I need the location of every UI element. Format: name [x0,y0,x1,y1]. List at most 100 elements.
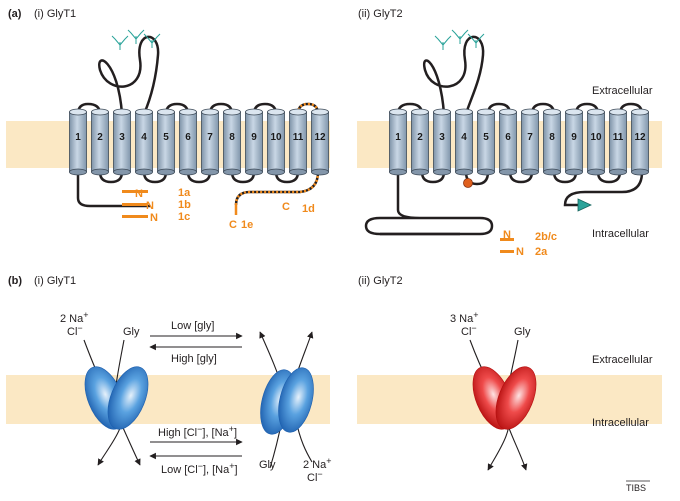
glyt2-helix-2: 2 [411,108,429,176]
glyt1-helix-number: 6 [185,132,191,143]
glyt1-helix-11: 11 [289,108,307,176]
glyt2-n-mark-2: N [516,246,524,258]
glyt1-helix-8: 8 [223,108,241,176]
glyt1-helix-number: 1 [75,132,81,143]
glyt2-na-label: 3 Na+ [450,310,479,325]
glyt2-helix-number: 10 [590,132,602,143]
glyt2-transporter [469,339,537,471]
glyt2-c-terminal-triangle-icon [577,198,592,212]
glyt2-helix-number: 4 [461,132,467,143]
glyt2-helix-4: 4 [455,108,473,176]
glyt2-helix-number: 11 [613,132,624,143]
glyt1-n-mark-3: N [150,212,158,224]
glyt1-helix-2: 2 [91,108,109,176]
panel-b-glyt1-title: (i) GlyT1 [34,275,76,287]
glyt1-helix-7: 7 [201,108,219,176]
glyt1-helix-number: 7 [207,132,213,143]
glyt2-n-bar-2 [500,250,514,253]
glyt1-cl-label-bottom: Cl− [307,469,323,484]
glyt2-helix-10: 10 [587,108,605,176]
isoform-1a-label: 1a [178,187,191,199]
glyt1-helix-number: 3 [119,132,125,143]
glyt1-gly-label-bottom: Gly [259,459,276,471]
glyt1-helix-6: 6 [179,108,197,176]
condition-arrows [149,332,243,460]
glyt1-helix-number: 4 [141,132,147,143]
glyt2-helix-number: 9 [571,132,577,143]
glyt1-helix-number: 9 [251,132,257,143]
glyt2-helix-number: 2 [417,132,423,143]
glyt1-helix-number: 5 [163,132,169,143]
glyt1-helix-10: 10 [267,108,285,176]
glyt2-cl-label: Cl− [461,323,477,338]
panel-b-glyt2-title: (ii) GlyT2 [358,275,403,287]
glyt1-helix-number: 10 [270,132,282,143]
glyt2-site-dot-icon [463,178,473,188]
glyt1-helix-12: 12 [311,108,329,176]
glyt1-na-label-bottom: 2 Na+ [303,456,332,471]
glyt1-helix-number: 8 [229,132,235,143]
high-ions-label: High [Cl−], [Na+] [158,424,237,439]
glyt1-transporter-inward [259,331,314,469]
glyt2-n-bar-1 [500,238,514,241]
glyt1-n-isoforms: N N N 1a 1b 1c C 1d C 1e [122,187,315,231]
glyt1-na-label-top: 2 Na+ [60,310,89,325]
glyt1-helix-4: 4 [135,108,153,176]
credit-label: TIBS [626,483,646,493]
isoform-2bc-label: 2b/c [535,231,557,243]
glyt1-glycosylation-icon [111,29,161,50]
glyt2-glycosylation-icon [434,29,485,50]
glyt1-helix-9: 9 [245,108,263,176]
isoform-1c-label: 1c [178,211,190,223]
panel-a-intracellular-label: Intracellular [592,228,649,240]
glyt2-helix-8: 8 [543,108,561,176]
glyt2-helix-number: 7 [527,132,533,143]
glyt1-c-mark-1: C [282,201,290,213]
glyt2-helix-11: 11 [609,108,627,176]
glyt2-helix-12: 12 [631,108,649,176]
low-ions-label: Low [Cl−], [Na+] [161,461,238,476]
glyt2-n-mark-1: N [503,229,511,241]
glyt2-helix-number: 12 [634,132,646,143]
glyt1-n-mark-1: N [135,188,143,200]
glyt2-gly-label: Gly [514,326,531,338]
glyt2-helix-number: 5 [483,132,489,143]
low-gly-label: Low [gly] [171,320,214,332]
glyt2-helix-5: 5 [477,108,495,176]
high-gly-label: High [gly] [171,353,217,365]
isoform-1b-label: 1b [178,199,191,211]
glyt1-helix-number: 11 [293,132,304,143]
glyt2-helix-number: 6 [505,132,511,143]
glyt2-helix-7: 7 [521,108,539,176]
panel-a-glyt1-title: (i) GlyT1 [34,8,76,20]
glyt1-transporter-outward [83,339,149,466]
glyt1-helix-number: 12 [314,132,326,143]
glyt2-helix-3: 3 [433,108,451,176]
glyt1-helix-number: 2 [97,132,103,143]
panel-b-intracellular-label: Intracellular [592,417,649,429]
panel-a-glyt2-title: (ii) GlyT2 [358,8,403,20]
glyt1-gly-label-top: Gly [123,326,140,338]
glyt2-helix-6: 6 [499,108,517,176]
glyt2-helix-1: 1 [389,108,407,176]
isoform-1e-label: 1e [241,219,253,231]
glyt1-c-mark-2: C [229,219,237,231]
glyt2-helix-number: 1 [395,132,401,143]
glyt2-helix-9: 9 [565,108,583,176]
isoform-1d-label: 1d [302,203,315,215]
isoform-2a-label: 2a [535,246,548,258]
panel-a-label: (a) [8,8,22,20]
panel-b-extracellular-label: Extracellular [592,354,653,366]
glyt2-helix-number: 8 [549,132,555,143]
glyt1-helix-5: 5 [157,108,175,176]
glyt1-helix-1: 1 [69,108,87,176]
glyt1-dotted-ctail [234,171,320,206]
glyt1-n-mark-2: N [146,200,154,212]
panel-b-label: (b) [8,275,22,287]
panel-a-extracellular-label: Extracellular [592,85,653,97]
glyt2-helix-number: 3 [439,132,445,143]
